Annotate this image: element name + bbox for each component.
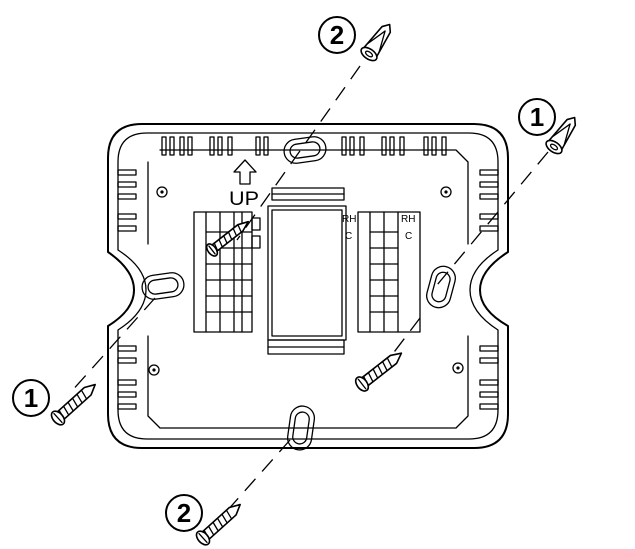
svg-text:2: 2: [330, 20, 344, 50]
wall-plate-outer-edge: [107, 123, 509, 449]
screw-bottom: [195, 503, 241, 546]
alignment-line-left-screw: [69, 297, 156, 394]
wall-plate: UP RH C: [107, 123, 509, 451]
alignment-line-top-anchor: [236, 65, 361, 241]
wall-anchor-top: [360, 23, 392, 62]
terminal-left-c: C: [345, 231, 352, 242]
left-side-ribs: [117, 169, 137, 410]
svg-text:1: 1: [24, 383, 38, 413]
screw-center: [354, 352, 403, 392]
alignment-line-center-screw: [384, 317, 421, 365]
callout-screw-bottom: 2: [165, 494, 203, 532]
up-label: UP: [229, 189, 259, 210]
mounting-slot-top: [283, 136, 327, 164]
screw-upper-left: [205, 220, 250, 257]
right-side-ribs: [479, 169, 499, 410]
up-arrow-icon: [233, 159, 257, 185]
callout-anchor-right: 1: [518, 98, 556, 136]
terminal-block-right: [357, 211, 421, 333]
wire-opening: [271, 209, 343, 337]
terminal-left-rh: RH: [342, 214, 356, 225]
screw-left: [50, 383, 96, 426]
alignment-line-bottom-screw: [225, 439, 291, 513]
wall-anchor-right: [545, 116, 577, 155]
locating-holes: [148, 186, 464, 376]
wall-plate-inner-edge: [117, 132, 499, 440]
mounting-slot-bottom: [286, 405, 316, 451]
svg-text:2: 2: [177, 498, 191, 528]
terminal-right-c: C: [405, 231, 412, 242]
terminal-block-left: [193, 211, 261, 333]
svg-text:1: 1: [530, 102, 544, 132]
top-vent-ribs: [161, 136, 447, 156]
callout-anchor-top: 2: [318, 16, 356, 54]
mounting-slot-right: [426, 265, 456, 309]
callout-screw-left: 1: [12, 379, 50, 417]
terminal-right-rh: RH: [401, 214, 415, 225]
mounting-slot-left: [141, 272, 185, 300]
